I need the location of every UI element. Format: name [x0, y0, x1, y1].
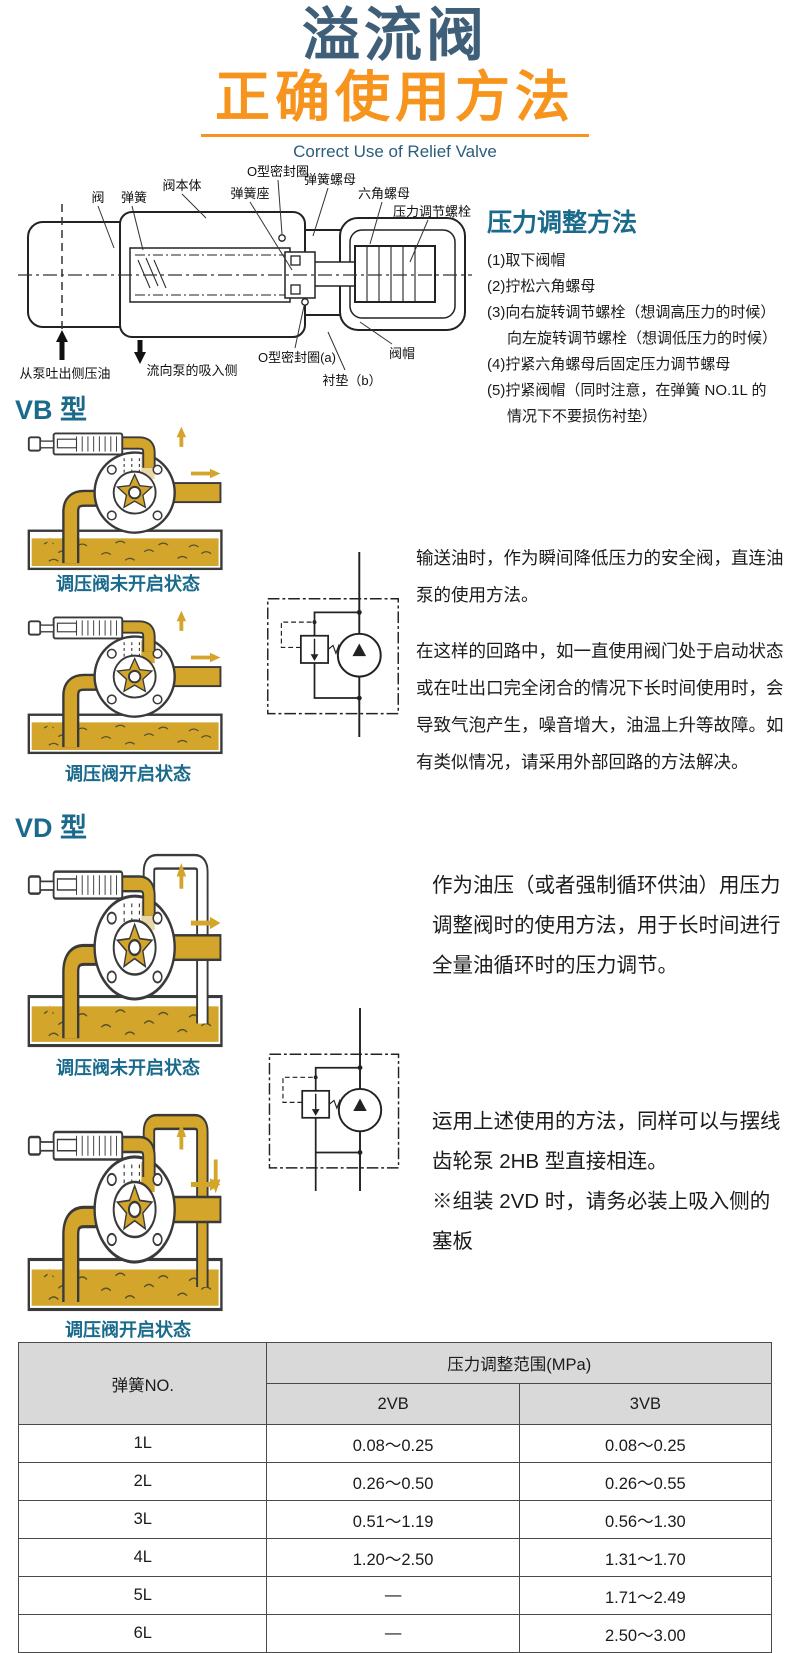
page-subtitle-en: Correct Use of Relief Valve	[293, 142, 497, 162]
vb-description: 输送油时，作为瞬间降低压力的安全阀，直连油泵的使用方法。 在这样的回路中，如一直…	[416, 540, 788, 800]
col-header-spring-no: 弹簧NO.	[17, 1342, 268, 1425]
vd-paragraph-1: 作为油压（或者强制循环供油）用压力调整阀时的使用方法，用于长时间进行全量油循环时…	[432, 874, 781, 977]
vd-paragraph-3: ※组装 2VD 时，请务必装上吸入侧的塞板	[432, 1190, 771, 1253]
label-valve: 阀	[91, 190, 104, 205]
vb-hydraulic-circuit	[267, 552, 399, 737]
col-header-3vb: 3VB	[518, 1383, 773, 1425]
label-gasket-b: 衬垫（b）	[322, 373, 381, 388]
vd-open-caption: 调压阀开启状态	[65, 1320, 191, 1340]
cell-2vb: —	[266, 1576, 520, 1615]
vd-paragraph-2: 运用上述使用的方法，同样可以与摆线齿轮泵 2HB 型直接相连。	[432, 1110, 781, 1173]
label-spring: 弹簧	[121, 190, 147, 205]
title-underline	[201, 134, 589, 138]
label-pressure-adjust-bolt: 压力调节螺栓	[393, 204, 471, 219]
label-hex-nut: 六角螺母	[358, 186, 410, 201]
cell-3vb: 2.50～3.00	[518, 1614, 773, 1653]
table-row: 1L 0.08～0.25 0.08～0.25	[17, 1424, 773, 1463]
vd-hydraulic-circuit	[268, 1008, 400, 1191]
cell-spring-no: 6L	[17, 1614, 268, 1653]
cell-spring-no: 5L	[17, 1576, 268, 1615]
cell-2vb: 0.08～0.25	[266, 1424, 520, 1463]
cell-3vb: 1.71～2.49	[518, 1576, 773, 1615]
vd-description-1: 作为油压（或者强制循环供油）用压力调整阀时的使用方法，用于长时间进行全量油循环时…	[432, 866, 786, 986]
cell-2vb: —	[266, 1614, 520, 1653]
label-to-pump-suction: 流向泵的吸入侧	[146, 363, 237, 378]
cell-3vb: 0.08～0.25	[518, 1424, 773, 1463]
cell-spring-no: 4L	[17, 1538, 268, 1577]
adjustment-step: 情况下不要损伤衬垫）	[507, 408, 658, 425]
vb-paragraph-2: 在这样的回路中，如一直使用阀门处于启动状态或在吐出口完全闭合的情况下长时间使用时…	[416, 641, 784, 772]
adjustment-step: (2)拧松六角螺母	[487, 278, 596, 295]
vb-closed-caption: 调压阀未开启状态	[56, 574, 200, 594]
cell-spring-no: 1L	[17, 1424, 268, 1463]
cell-3vb: 0.56～1.30	[518, 1500, 773, 1539]
adjustment-step: 向左旋转调节螺栓（想调低压力的时候）	[507, 330, 778, 347]
adjustment-step: (3)向右旋转调节螺栓（想调高压力的时候）	[487, 304, 776, 321]
vb-section-heading: VB 型	[15, 395, 88, 425]
label-valve-body: 阀本体	[162, 178, 201, 193]
cell-2vb: 0.26～0.50	[266, 1462, 520, 1501]
table-row: 6L — 2.50～3.00	[17, 1614, 773, 1653]
vd-pump-open-diagram	[25, 1112, 230, 1312]
table-row: 5L — 1.71～2.49	[17, 1576, 773, 1615]
vb-pump-open-diagram	[25, 602, 230, 755]
vd-closed-caption: 调压阀未开启状态	[56, 1058, 200, 1078]
table-row: 4L 1.20～2.50 1.31～1.70	[17, 1538, 773, 1577]
table-row: 3L 0.51～1.19 0.56～1.30	[17, 1500, 773, 1539]
table-row: 2L 0.26～0.50 0.26～0.55	[17, 1462, 773, 1501]
vd-pump-closed-diagram	[25, 852, 230, 1048]
cell-2vb: 0.51～1.19	[266, 1500, 520, 1539]
cell-2vb: 1.20～2.50	[266, 1538, 520, 1577]
adjustment-step: (4)拧紧六角螺母后固定压力调节螺母	[487, 356, 731, 373]
vd-section-heading: VD 型	[15, 813, 88, 843]
vd-description-2: 运用上述使用的方法，同样可以与摆线齿轮泵 2HB 型直接相连。 ※组装 2VD …	[432, 1102, 786, 1262]
cell-spring-no: 2L	[17, 1462, 268, 1501]
cell-3vb: 1.31～1.70	[518, 1538, 773, 1577]
vb-pump-closed-diagram	[25, 418, 230, 571]
label-o-ring-a: O型密封圈(a)	[258, 350, 336, 365]
vb-open-caption: 调压阀开启状态	[65, 764, 191, 784]
adjustment-heading: 压力调整方法	[487, 209, 638, 237]
page-title-line2: 正确使用方法	[214, 65, 575, 128]
cell-3vb: 0.26～0.55	[518, 1462, 773, 1501]
vb-paragraph-1: 输送油时，作为瞬间降低压力的安全阀，直连油泵的使用方法。	[416, 548, 784, 605]
col-header-2vb: 2VB	[266, 1383, 520, 1425]
label-valve-cap: 阀帽	[389, 346, 415, 361]
pressure-range-table: 弹簧NO. 压力调整范围(MPa) 2VB 3VB 1L 0.08～0.25 0…	[17, 1342, 773, 1653]
page-header: 溢流阀 正确使用方法 Correct Use of Relief Valve	[0, 3, 790, 162]
page-title: 溢流阀	[301, 3, 488, 68]
adjustment-step: (5)拧紧阀帽（同时注意，在弹簧 NO.1L 的	[487, 382, 767, 399]
relief-valve-cross-section: 阀 弹簧 阀本体 弹簧座 O型密封圈 弹簧螺母 六角螺母 压力调节螺栓 O型密封…	[18, 164, 472, 388]
cell-spring-no: 3L	[17, 1500, 268, 1539]
label-o-ring: O型密封圈	[247, 164, 309, 179]
label-spring-seat: 弹簧座	[230, 186, 269, 201]
label-spring-nut: 弹簧螺母	[304, 172, 356, 187]
pressure-adjustment-section: 压力调整方法 (1)取下阀帽 (2)拧松六角螺母 (3)向右旋转调节螺栓（想调高…	[487, 203, 785, 430]
label-from-pump-discharge: 从泵吐出侧压油	[19, 366, 110, 381]
adjustment-step: (1)取下阀帽	[487, 252, 566, 269]
col-header-range: 压力调整范围(MPa)	[266, 1342, 772, 1384]
